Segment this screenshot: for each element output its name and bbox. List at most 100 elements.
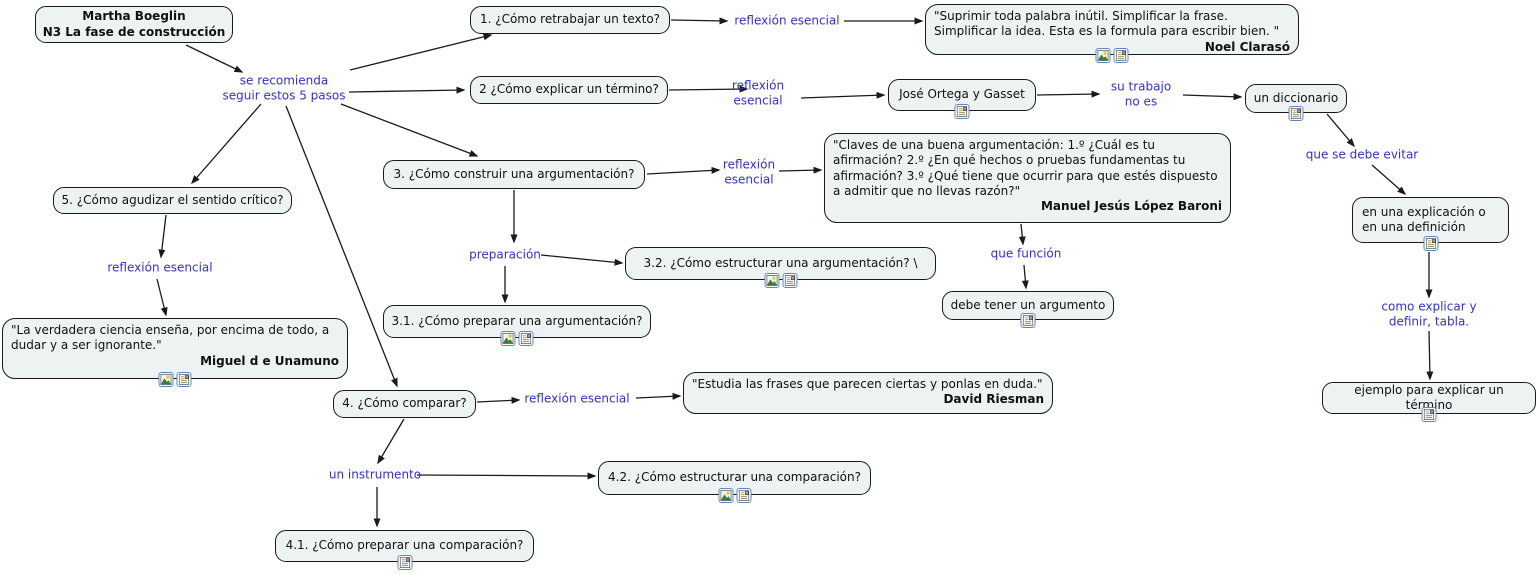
concept-node-text: 4. ¿Cómo comparar? <box>342 396 467 411</box>
concept-node-text: 2 ¿Cómo explicar un término? <box>479 82 659 97</box>
link-label-como-explicar[interactable]: como explicar y definir, tabla. <box>1381 299 1477 328</box>
concept-node-quote-claraso[interactable]: "Suprimir toda palabra inútil. Simplific… <box>925 4 1299 63</box>
concept-node-n41[interactable]: 4.1. ¿Cómo preparar una comparación? <box>275 530 534 570</box>
connector-line <box>1326 113 1355 148</box>
concept-node-text: Martha Boeglin N3 La fase de construcció… <box>42 9 226 39</box>
document-icon[interactable] <box>1020 313 1036 328</box>
connector-line <box>285 105 398 388</box>
connector-line <box>340 103 479 157</box>
image-icon[interactable] <box>1095 48 1111 63</box>
link-label-reflexion-3[interactable]: reflexión esencial <box>722 157 776 186</box>
image-icon[interactable] <box>158 372 174 387</box>
concept-node-text: ejemplo para explicar un término <box>1354 382 1504 412</box>
connector-line <box>348 86 466 94</box>
concept-node-text: "Estudia las frases que parecen ciertas … <box>692 377 1043 391</box>
connector-line <box>349 33 493 71</box>
concept-node-quote-riesman[interactable]: "Estudia las frases que parecen ciertas … <box>683 372 1053 414</box>
concept-node-text: 4.1. ¿Cómo preparar una comparación? <box>285 538 524 553</box>
concept-node-n31[interactable]: 3.1. ¿Cómo preparar una argumentación? <box>383 305 651 346</box>
connector-line <box>1021 264 1029 290</box>
resource-icon-bar <box>158 372 192 387</box>
connector-line <box>377 418 405 465</box>
link-label-reflexion-5[interactable]: reflexión esencial <box>107 260 213 275</box>
concept-node-text: 3. ¿Cómo construir una argumentación? <box>393 166 635 181</box>
document-icon[interactable] <box>176 372 192 387</box>
quote-author: Miguel d e Unamuno <box>200 353 339 368</box>
connector-line <box>191 103 262 185</box>
connector-line <box>1426 330 1434 381</box>
concept-node-text: un diccionario <box>1253 90 1339 105</box>
resource-icon-bar <box>500 331 534 346</box>
concept-node-q1[interactable]: 1. ¿Cómo retrabajar un texto? <box>470 6 670 34</box>
document-icon[interactable] <box>1113 48 1129 63</box>
concept-node-q3[interactable]: 3. ¿Cómo construir una argumentación? <box>383 160 645 189</box>
connector-line <box>646 166 721 175</box>
concept-node-q4[interactable]: 4. ¿Cómo comparar? <box>333 390 476 418</box>
concept-node-text: 1. ¿Cómo retrabajar un texto? <box>479 12 661 27</box>
link-label-reflexion-2[interactable]: reflexión esencial <box>731 78 785 107</box>
concept-node-text: 5. ¿Cómo agudizar el sentido crítico? <box>61 192 284 207</box>
connector-line <box>635 392 682 400</box>
concept-node-text: "Claves de una buena argumentación: 1.º … <box>833 138 1218 199</box>
document-icon[interactable] <box>1423 236 1438 251</box>
image-icon[interactable] <box>718 488 733 503</box>
document-icon[interactable] <box>782 273 797 288</box>
concept-node-n42[interactable]: 4.2. ¿Cómo estructurar una comparación? <box>598 461 871 503</box>
concept-node-q2[interactable]: 2 ¿Cómo explicar un término? <box>470 76 668 104</box>
concept-node-text: "Suprimir toda palabra inútil. Simplific… <box>934 9 1280 39</box>
link-label-su-trabajo[interactable]: su trabajo no es <box>1110 79 1172 108</box>
concept-node-ortega[interactable]: José Ortega y Gasset <box>888 79 1036 119</box>
concept-node-text: 3.2. ¿Cómo estructurar una argumentación… <box>643 255 918 270</box>
image-icon[interactable] <box>500 331 516 346</box>
connector-line <box>1371 164 1407 195</box>
concept-node-diccionario[interactable]: un diccionario <box>1245 84 1347 121</box>
concept-node-q5[interactable]: 5. ¿Cómo agudizar el sentido crítico? <box>53 187 292 214</box>
link-label-que-funcion[interactable]: que función <box>990 246 1062 261</box>
document-icon[interactable] <box>397 555 412 570</box>
link-label-reflexion-4[interactable]: reflexión esencial <box>524 391 630 406</box>
resource-icon-bar <box>1288 106 1304 121</box>
resource-icon-bar <box>1423 236 1438 251</box>
link-label-preparacion[interactable]: preparación <box>469 247 541 262</box>
quote-author: David Riesman <box>943 392 1044 407</box>
connector-line <box>185 44 244 73</box>
concept-node-text: 4.2. ¿Cómo estructurar una comparación? <box>608 470 861 485</box>
concept-node-explicacion[interactable]: en una explicación o en una definición <box>1352 197 1509 251</box>
connector-line <box>778 166 823 174</box>
concept-node-ejemplo[interactable]: ejemplo para explicar un término <box>1322 382 1536 422</box>
link-label-pasos[interactable]: se recomienda seguir estos 5 pasos <box>222 73 346 102</box>
link-label-que-evitar[interactable]: que se debe evitar <box>1305 147 1419 162</box>
document-icon[interactable] <box>1288 106 1304 121</box>
connector-line <box>1036 90 1101 98</box>
resource-icon-bar <box>397 555 412 570</box>
concept-node-quote-unamuno[interactable]: "La verdadera ciencia enseña, por encima… <box>2 318 348 387</box>
quote-author: Noel Clarasó <box>1204 39 1290 54</box>
concept-node-text: José Ortega y Gasset <box>899 87 1025 102</box>
link-label-instrumento[interactable]: un instrumento <box>328 467 422 482</box>
connector-line <box>416 472 597 480</box>
resource-icon-bar <box>1095 48 1129 63</box>
resource-icon-bar <box>954 104 970 119</box>
document-icon[interactable] <box>1421 407 1437 422</box>
connector-line <box>800 91 886 99</box>
resource-icon-bar <box>1421 407 1437 422</box>
resource-icon-bar <box>1020 313 1036 328</box>
concept-node-quote-baroni[interactable]: "Claves de una buena argumentación: 1.º … <box>824 133 1231 223</box>
document-icon[interactable] <box>518 331 534 346</box>
link-label-reflexion-1[interactable]: reflexión esencial <box>734 13 840 28</box>
resource-icon-bar <box>764 273 797 288</box>
connector-line <box>158 214 167 259</box>
concept-node-text: debe tener un argumento <box>950 297 1106 312</box>
concept-node-n32[interactable]: 3.2. ¿Cómo estructurar una argumentación… <box>625 247 936 288</box>
concept-node-text: en una explicación o en una definición <box>1362 204 1486 234</box>
image-icon[interactable] <box>764 273 779 288</box>
concept-node-argumento[interactable]: debe tener un argumento <box>942 291 1114 328</box>
concept-node-text: 3.1. ¿Cómo preparar una argumentación? <box>391 313 643 328</box>
resource-icon-bar <box>718 488 751 503</box>
connector-line <box>476 396 521 404</box>
quote-author: Manuel Jesús López Baroni <box>1040 199 1222 214</box>
document-icon[interactable] <box>954 104 970 119</box>
concept-node-root[interactable]: Martha Boeglin N3 La fase de construcció… <box>35 6 233 43</box>
document-icon[interactable] <box>736 488 751 503</box>
